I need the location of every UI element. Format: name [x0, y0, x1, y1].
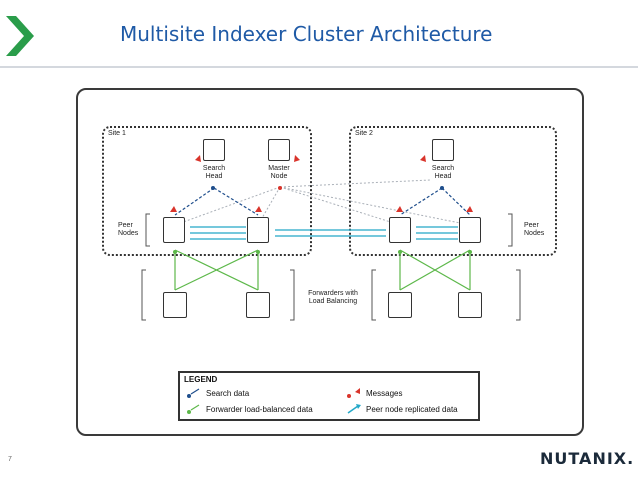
- forwarders-label: Forwarders with Load Balancing: [308, 290, 358, 305]
- search-data-marker-icon: [187, 388, 200, 398]
- chevron-logo-icon: [6, 16, 34, 56]
- page-number: 7: [8, 456, 12, 463]
- forwarder-icon-1: [163, 292, 187, 318]
- legend-replicated-data: Peer node replicated data: [366, 405, 458, 414]
- legend-forwarder-data: Forwarder load-balanced data: [206, 405, 313, 414]
- site-2-label: Site 2: [355, 130, 373, 137]
- messages-marker-icon: [347, 388, 360, 398]
- forwarder-marker-icon: [187, 404, 200, 414]
- master-node-icon: [268, 139, 290, 161]
- master-node-label: Master Node: [268, 165, 290, 180]
- peer-nodes-label-left: Peer Nodes: [118, 222, 139, 237]
- site-1-label: Site 1: [108, 130, 126, 137]
- slide-title: Multisite Indexer Cluster Architecture: [120, 22, 493, 46]
- search-head-label-site1: Search Head: [202, 165, 226, 180]
- site-2-box: [349, 126, 557, 256]
- diagram-frame: [76, 88, 584, 436]
- search-head-label-site2: Search Head: [431, 165, 455, 180]
- peer-nodes-label-right: Peer Nodes: [524, 222, 545, 237]
- search-head-icon-site2: [432, 139, 454, 161]
- site-1-box: [102, 126, 312, 256]
- search-head-icon-site1: [203, 139, 225, 161]
- peer-node-icon-4: [459, 217, 481, 243]
- legend-messages: Messages: [366, 389, 403, 398]
- replication-marker-icon: [347, 404, 361, 414]
- forwarder-icon-3: [388, 292, 412, 318]
- legend-box: LEGEND Search data Messages Forwarder lo…: [178, 371, 480, 421]
- nutanix-logo: NUTANIX.: [540, 449, 635, 468]
- header-divider: [0, 66, 638, 68]
- forwarder-icon-4: [458, 292, 482, 318]
- peer-node-icon-2: [247, 217, 269, 243]
- forwarder-icon-2: [246, 292, 270, 318]
- peer-node-icon-3: [389, 217, 411, 243]
- legend-title: LEGEND: [184, 375, 218, 384]
- legend-search-data: Search data: [206, 389, 250, 398]
- peer-node-icon-1: [163, 217, 185, 243]
